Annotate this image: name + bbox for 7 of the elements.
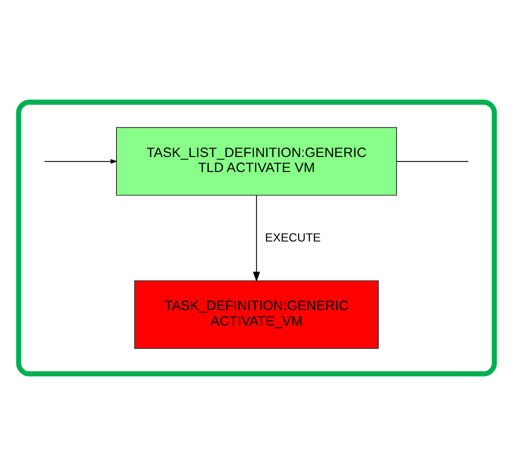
- node-box: TASK_DEFINITION:GENERIC ACTIVATE_VM: [134, 280, 379, 349]
- node-box: TASK_LIST_DEFINITION:GENERIC TLD ACTIVATE VM: [116, 127, 397, 196]
- arrow: [44, 159, 118, 164]
- connector: [396, 160, 469, 162]
- arrow: [252, 195, 260, 282]
- cluster: [16, 100, 497, 376]
- edge-label: EXECUTE: [264, 230, 321, 245]
